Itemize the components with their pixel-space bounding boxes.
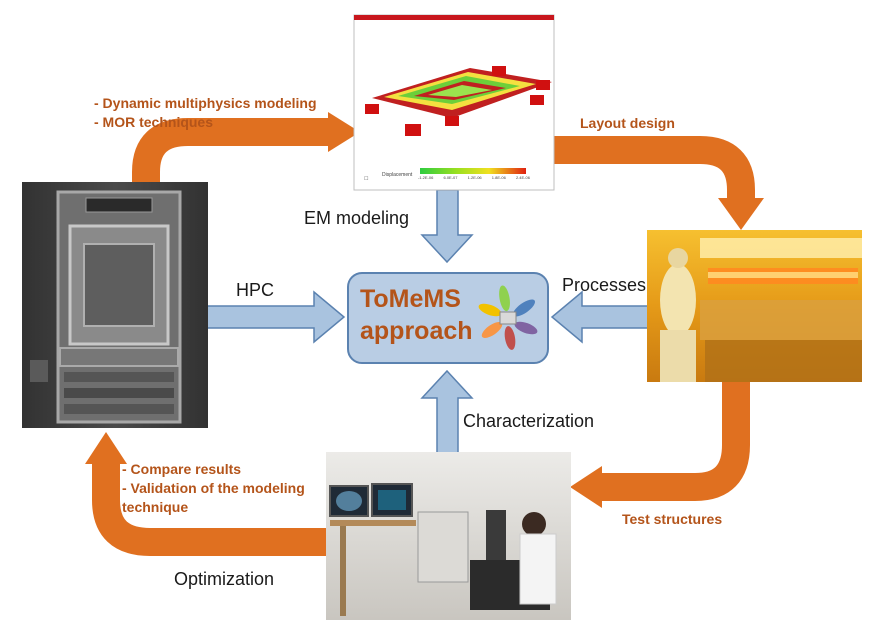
sim-legend-tick: 2.4E-06 [515, 175, 530, 180]
center-title-line1: ToMeMS [360, 285, 461, 313]
lab-photo [326, 452, 571, 620]
sim-legend-tick: 1.8E-06 [491, 175, 506, 180]
arrow-optimization [85, 432, 330, 556]
legend-colorbar [420, 168, 526, 174]
label-processes: Processes [562, 275, 647, 295]
server-rack-photo [22, 182, 208, 428]
center-title-line2: approach [360, 317, 473, 345]
sim-legend-tick: 1.2E-06 [467, 175, 482, 180]
note-compare-validation: - Compare results - Validation of the mo… [122, 460, 305, 517]
arrow-hpc [195, 290, 346, 344]
note-line: technique [122, 499, 189, 515]
svg-text:☐: ☐ [364, 176, 369, 182]
arrow-processes [550, 290, 661, 344]
note-line: - Validation of the modeling [122, 480, 305, 496]
center-title: ToMeMS approach [360, 283, 500, 347]
mems-structure-render [365, 66, 552, 136]
sim-legend-tick: 6.0E-07 [443, 175, 458, 180]
tomems-logo-icon [478, 285, 538, 350]
label-hpc: HPC [236, 280, 275, 300]
simulation-window: ☐ [353, 14, 555, 191]
note-layout-design: Layout design [580, 115, 675, 131]
sim-legend-label: Displacement [382, 172, 413, 178]
note-line: - Compare results [122, 461, 242, 477]
arrow-test-structures [570, 382, 750, 508]
sim-legend-tick: -1.2E-06 [418, 175, 434, 180]
note-line: - MOR techniques [94, 114, 214, 130]
arrow-modeling-to-sim [132, 112, 360, 205]
arrow-layout-design [546, 136, 764, 230]
tomems-approach-box [347, 272, 549, 364]
cleanroom-photo [647, 230, 862, 382]
sim-legend-ticks: -1.2E-06 6.0E-07 1.2E-06 1.8E-06 2.4E-06 [418, 175, 530, 180]
note-modeling-techniques: - Dynamic multiphysics modeling - MOR te… [94, 94, 317, 132]
note-line: - Dynamic multiphysics modeling [94, 95, 317, 111]
label-em-modeling: EM modeling [304, 208, 410, 228]
note-test-structures: Test structures [622, 511, 723, 527]
arrow-em-modeling [420, 189, 474, 264]
label-optimization: Optimization [174, 569, 275, 589]
label-characterization: Characterization [463, 411, 595, 431]
arrow-characterization [420, 369, 474, 461]
